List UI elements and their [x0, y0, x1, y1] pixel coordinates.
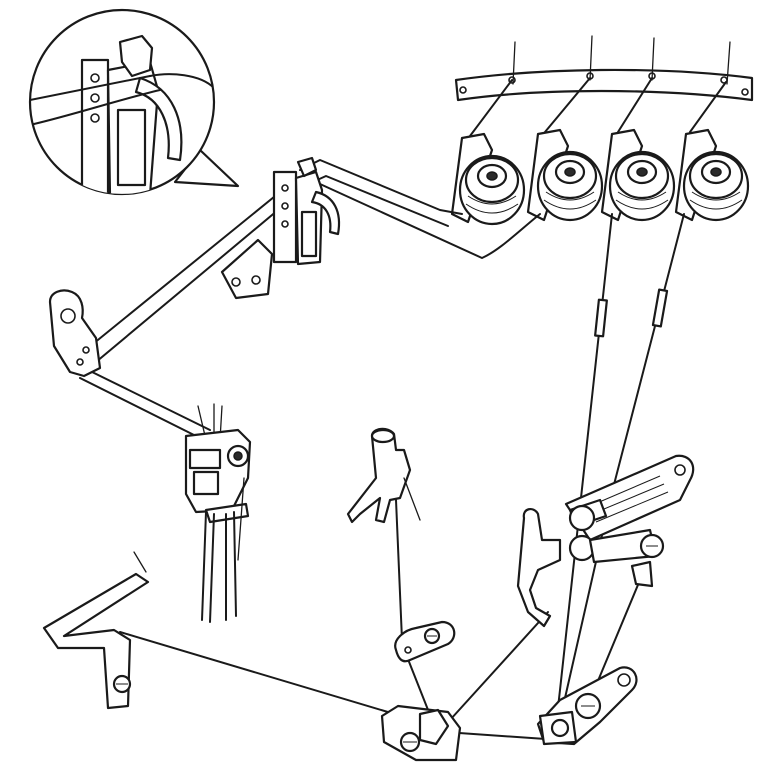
right-mechanism — [516, 454, 695, 746]
needle-clamp — [184, 403, 252, 623]
tension-dial-2[interactable] — [526, 128, 604, 222]
tension-dial-1[interactable] — [450, 132, 526, 226]
center-hook — [346, 427, 421, 524]
tension-dial-3[interactable] — [600, 128, 676, 222]
thread-guide-bar — [454, 68, 754, 102]
inset-magnifier — [28, 8, 240, 196]
center-plate — [394, 620, 456, 663]
left-thread-bracket — [48, 289, 102, 378]
upper-thread-guide — [220, 156, 341, 300]
inset-detail — [30, 34, 214, 194]
left-looper — [42, 551, 150, 710]
tension-dial-4[interactable] — [674, 128, 750, 222]
bottom-center-guide — [380, 704, 462, 762]
top-thread-lines — [469, 35, 731, 137]
